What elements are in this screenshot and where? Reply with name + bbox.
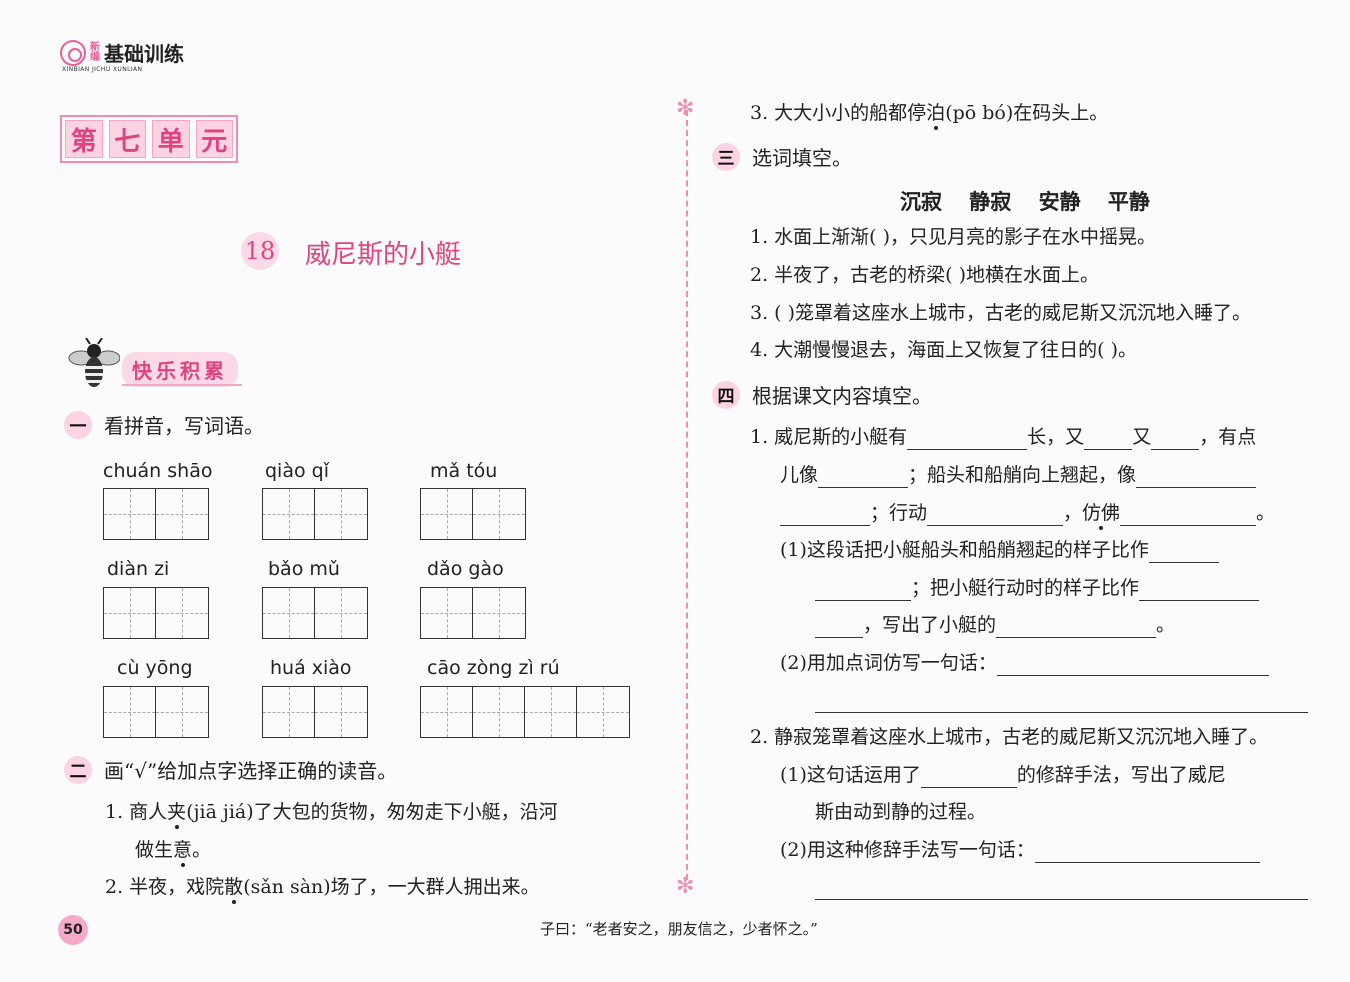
dotted-char: 散 [224, 876, 244, 898]
answer-blank[interactable] [815, 616, 863, 638]
q4-item-2-sub-1: (1)这句话运用了的修辞手法，写出了威尼 [780, 764, 1226, 788]
q2-item-1-cont: 做生意。 [135, 839, 212, 861]
unit-char: 单 [152, 120, 190, 158]
q3-item: 3. ( )笼罩着这座水上城市，古老的威尼斯又沉沉地入睡了。 [750, 302, 1252, 324]
q3-item: 4. 大潮慢慢退去，海面上又恢复了往日的( )。 [750, 339, 1138, 361]
page-divider [686, 110, 688, 880]
banner-underline [122, 384, 242, 386]
q4-item-1-line2: 儿像；船头和船艄向上翘起，像 [780, 462, 1257, 488]
flower-icon: ✻ [676, 874, 695, 899]
writing-grid[interactable] [420, 587, 526, 639]
answer-blank[interactable] [1136, 466, 1257, 488]
question-text: 画“√”给加点字选择正确的读音。 [104, 759, 398, 783]
answer-blank[interactable] [1120, 504, 1257, 526]
q3-item: 2. 半夜了，古老的桥梁( )地横在水面上。 [750, 264, 1100, 286]
writing-grid[interactable] [262, 587, 368, 639]
question-number: 四 [712, 380, 740, 409]
q4-item-2-sub-2: (2)用这种修辞手法写一句话： [780, 837, 1260, 863]
question-number: 一 [64, 410, 92, 439]
answer-blank[interactable] [920, 766, 1017, 788]
q4-item-1-line3: ；行动，仿佛。 [780, 500, 1275, 526]
logo-emblem-icon [60, 39, 86, 66]
q4-sub-1-line2: ；把小艇行动时的样子比作 [815, 575, 1260, 601]
q4-sub-2: (2)用加点词仿写一句话： [780, 650, 1269, 676]
q2-item-3: 3. 大大小小的船都停泊(pō bó)在码头上。 [750, 102, 1109, 124]
question-number: 二 [64, 755, 92, 784]
pinyin-label: mǎ tóu [430, 460, 498, 482]
answer-blank[interactable] [1139, 579, 1260, 601]
answer-blank[interactable] [815, 579, 911, 601]
unit-banner: 第 七 单 元 [60, 115, 238, 163]
answer-blank[interactable] [1151, 428, 1200, 450]
pinyin-label: dǎo gào [427, 558, 504, 580]
series-logo: 新编 基础训练 [60, 38, 184, 67]
writing-grid[interactable] [420, 686, 630, 738]
writing-grid[interactable] [420, 488, 526, 540]
logo-new-label: 新编 [90, 41, 100, 63]
answer-blank[interactable] [927, 504, 1064, 526]
q3-item: 1. 水面上渐渐( )，只见月亮的影子在水中摇晃。 [750, 226, 1157, 248]
pinyin-label: chuán shāo [103, 460, 213, 482]
answer-blank[interactable] [780, 504, 870, 526]
logo-subtitle: XINBIAN JICHU XUNLIAN [62, 66, 143, 73]
writing-grid[interactable] [262, 686, 368, 738]
lesson-number: 18 [241, 232, 279, 270]
q4-sub-1: (1)这段话把小艇船头和船艄翘起的样子比作 [780, 537, 1219, 563]
dotted-char: 意 [173, 839, 193, 861]
section-banner: 快乐积累 [122, 352, 238, 387]
answer-blank[interactable] [1034, 841, 1260, 863]
q4-item-1: 1. 威尼斯的小艇有长，又又，有点 [750, 426, 1257, 450]
dotted-char: 泊 [926, 102, 946, 124]
page-number: 50 [58, 915, 88, 945]
bee-icon [68, 338, 120, 387]
question-text: 根据课文内容填空。 [752, 384, 932, 408]
word-choices: 沉寂 静寂 安静 平静 [900, 190, 1150, 214]
answer-blank[interactable] [907, 428, 1028, 450]
pinyin-label: qiào qǐ [265, 460, 329, 482]
question-text: 选词填空。 [752, 146, 852, 170]
question-2-heading: 二 画“√”给加点字选择正确的读音。 [64, 755, 397, 784]
unit-char: 七 [108, 120, 146, 158]
unit-char: 第 [65, 120, 103, 158]
question-text: 看拼音，写词语。 [104, 414, 264, 438]
dotted-word: 仿佛 [1082, 502, 1121, 524]
q4-item-2-sub-1-line2: 斯由动到静的过程。 [815, 801, 987, 823]
q4-sub-1-line3: ，写出了小艇的。 [815, 612, 1175, 638]
writing-grid[interactable] [103, 686, 209, 738]
question-4-heading: 四 根据课文内容填空。 [712, 380, 932, 409]
answer-blank[interactable] [818, 466, 909, 488]
q2-item-2: 2. 半夜，戏院散(sǎn sàn)场了，一大群人拥出来。 [105, 876, 540, 898]
answer-blank[interactable] [1084, 428, 1133, 450]
dotted-char: 夹 [167, 801, 187, 823]
question-1-heading: 一 看拼音，写词语。 [64, 410, 264, 439]
flower-icon: ✻ [676, 96, 695, 121]
answer-blank[interactable] [1148, 541, 1219, 563]
pinyin-label: diàn zi [107, 558, 170, 580]
unit-char: 元 [195, 120, 233, 158]
pinyin-label: cù yōng [117, 657, 193, 679]
q4-item-2: 2. 静寂笼罩着这座水上城市，古老的威尼斯又沉沉地入睡了。 [750, 726, 1269, 748]
answer-blank[interactable] [996, 654, 1269, 676]
pinyin-label: huá xiào [270, 657, 352, 679]
answer-blank[interactable] [996, 616, 1157, 638]
q2-item-1: 1. 商人夹(jiā jiá)了大包的货物，匆匆走下小艇，沿河 [105, 801, 558, 823]
answer-line[interactable] [815, 712, 1308, 713]
writing-grid[interactable] [103, 587, 209, 639]
pinyin-label: bǎo mǔ [268, 558, 340, 580]
writing-grid[interactable] [262, 488, 368, 540]
question-3-heading: 三 选词填空。 [712, 142, 852, 171]
lesson-title: 威尼斯的小艇 [305, 240, 462, 270]
writing-grid[interactable] [103, 488, 209, 540]
answer-line[interactable] [815, 899, 1308, 900]
question-number: 三 [712, 142, 740, 171]
pinyin-label: cāo zòng zì rú [427, 657, 560, 679]
logo-title: 基础训练 [104, 42, 184, 66]
footer-quote: 子曰：“老者安之，朋友信之，少者怀之。” [540, 920, 818, 938]
